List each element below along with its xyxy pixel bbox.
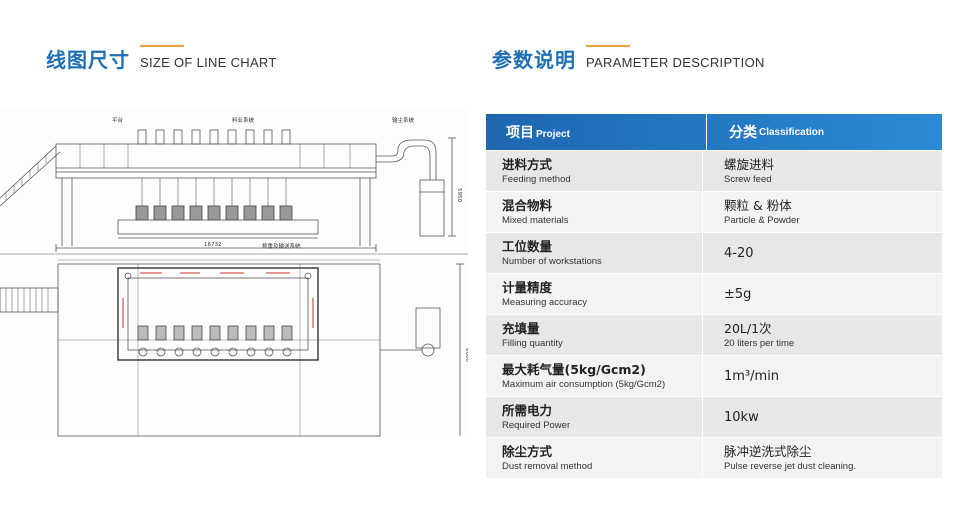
line-chart-section-title: 线图尺寸 SIZE OF LINE CHART bbox=[46, 44, 277, 73]
label-weigh-system: 称重及输送系统 bbox=[262, 242, 301, 250]
parameter-title-en: PARAMETER DESCRIPTION bbox=[586, 45, 765, 70]
label-total-length: 16732 bbox=[204, 242, 222, 248]
label-width: 6000 bbox=[464, 348, 468, 362]
label-height: 5950 bbox=[456, 188, 462, 202]
table-row: 最大耗气量(5kg/Gcm2)Maximum air consumption (… bbox=[486, 356, 942, 396]
parameter-title-cn: 参数说明 bbox=[492, 48, 576, 72]
label-dust-system: 输尘系统 bbox=[392, 116, 415, 124]
label-platform: 平台 bbox=[112, 116, 124, 124]
line-drawing: 平台 料业系统 输尘系统 称重及输送系统 16732 5950 6000 bbox=[0, 108, 468, 438]
label-feeding-system: 料业系统 bbox=[232, 116, 255, 124]
parameter-section-title: 参数说明 PARAMETER DESCRIPTION bbox=[492, 44, 765, 73]
line-chart-title-cn: 线图尺寸 bbox=[46, 48, 130, 72]
line-chart-title-en: SIZE OF LINE CHART bbox=[140, 45, 277, 70]
